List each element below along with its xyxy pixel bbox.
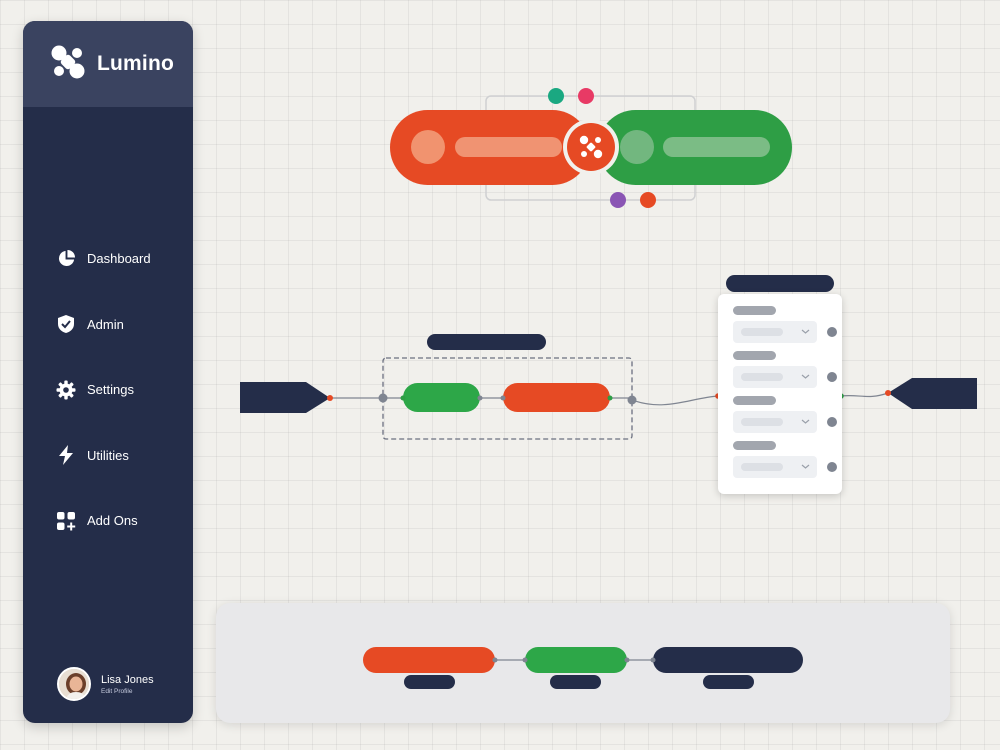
pipeline-orange-node[interactable] — [363, 647, 495, 673]
form-header-bar — [726, 275, 834, 292]
lumino-logo-icon — [579, 135, 603, 159]
form-label-bar — [733, 306, 776, 315]
connector — [631, 395, 719, 406]
form-port-dot — [827, 462, 837, 472]
sidebar-item-settings[interactable]: Settings — [23, 357, 193, 423]
form-row — [733, 396, 837, 433]
form-port-dot — [827, 372, 837, 382]
form-select[interactable] — [733, 456, 817, 478]
pipeline-label-bar — [703, 675, 754, 689]
port-dot — [650, 657, 656, 663]
pipeline-green-node[interactable] — [525, 647, 627, 673]
select-placeholder — [741, 373, 783, 381]
pipeline-label-bar — [550, 675, 601, 689]
green-pill-bar — [663, 137, 770, 157]
sidebar: Lumino Dashboard Admin — [23, 21, 193, 723]
hero-illustration — [390, 88, 792, 208]
connector — [840, 392, 889, 398]
green-pill-circle — [620, 130, 654, 164]
orange-dot — [640, 192, 656, 208]
sidebar-item-add-ons[interactable]: Add Ons — [23, 488, 193, 554]
user-name: Lisa Jones — [101, 673, 154, 686]
form-row — [733, 351, 837, 388]
form-label-bar — [733, 441, 776, 450]
lightning-icon — [56, 445, 76, 466]
bottom-pipeline — [363, 647, 803, 689]
orange-node[interactable] — [503, 383, 610, 412]
chevron-down-icon — [801, 329, 810, 334]
group-label-bar — [427, 334, 546, 350]
input-tag-node[interactable] — [240, 382, 330, 413]
brand-name: Lumino — [97, 52, 175, 75]
lumino-logo-icon — [51, 45, 85, 84]
form-port-dot — [827, 417, 837, 427]
sidebar-item-dashboard[interactable]: Dashboard — [23, 226, 193, 292]
sidebar-item-utilities[interactable]: Utilities — [23, 423, 193, 489]
port-dot — [400, 395, 406, 401]
port-dot — [500, 395, 506, 401]
form-select[interactable] — [733, 411, 817, 433]
form-row — [733, 306, 837, 343]
pie-chart-icon — [56, 249, 76, 269]
port-dot — [327, 395, 333, 401]
flow-diagram — [240, 275, 977, 440]
sidebar-item-label: Settings — [87, 382, 134, 398]
form-card-node[interactable] — [718, 294, 842, 494]
form-select[interactable] — [733, 321, 817, 343]
port-dot — [627, 395, 637, 405]
edit-profile-link[interactable]: Edit Profile — [101, 687, 133, 695]
port-dot — [624, 657, 630, 663]
sidebar-item-admin[interactable]: Admin — [23, 292, 193, 358]
select-placeholder — [741, 418, 783, 426]
output-tag-node[interactable] — [888, 378, 977, 409]
sidebar-item-label: Utilities — [87, 447, 129, 463]
chevron-down-icon — [801, 464, 810, 469]
pipeline-label-bar — [404, 675, 455, 689]
port-dot — [492, 657, 498, 663]
port-dot — [522, 657, 528, 663]
form-label-bar — [733, 396, 776, 405]
chevron-down-icon — [801, 419, 810, 424]
sidebar-item-label: Add Ons — [87, 513, 138, 529]
form-row — [733, 441, 837, 478]
select-placeholder — [741, 463, 783, 471]
port-dot — [378, 393, 388, 403]
sidebar-nav: Dashboard Admin — [23, 226, 193, 554]
port-dot — [607, 395, 613, 401]
port-dot — [885, 390, 891, 396]
gear-icon — [56, 380, 76, 400]
pink-dot — [578, 88, 594, 104]
add-ons-icon — [56, 511, 76, 531]
orange-pill-bar — [455, 137, 562, 157]
shield-check-icon — [56, 314, 76, 334]
port-dot — [477, 395, 483, 401]
avatar[interactable] — [57, 667, 91, 701]
teal-dot — [548, 88, 564, 104]
form-select[interactable] — [733, 366, 817, 388]
sidebar-item-label: Admin — [87, 316, 124, 332]
chevron-down-icon — [801, 374, 810, 379]
green-node[interactable] — [403, 383, 480, 412]
purple-dot — [610, 192, 626, 208]
sidebar-header: Lumino — [23, 21, 193, 107]
pipeline-navy-node[interactable] — [653, 647, 803, 673]
sidebar-item-label: Dashboard — [87, 251, 151, 267]
user-profile[interactable]: Lisa Jones Edit Profile — [57, 667, 154, 701]
orange-pill-circle — [411, 130, 445, 164]
select-placeholder — [741, 328, 783, 336]
form-label-bar — [733, 351, 776, 360]
form-port-dot — [827, 327, 837, 337]
